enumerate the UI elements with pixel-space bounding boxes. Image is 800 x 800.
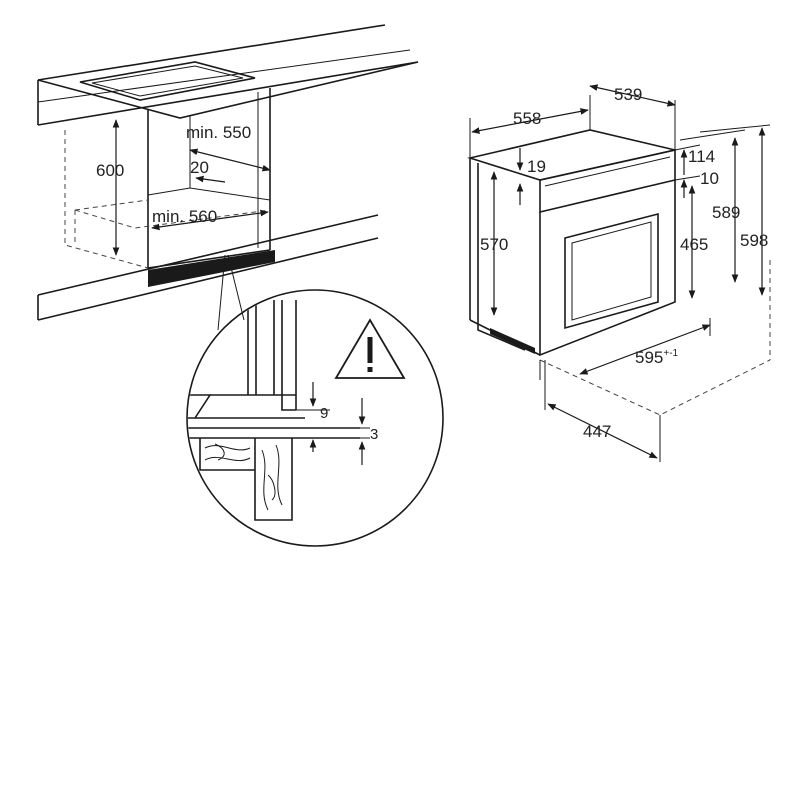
dim-front-offset: 19: [527, 157, 546, 176]
dim-gap: 20: [190, 158, 209, 177]
dim-oven-depth-body: 539: [614, 85, 642, 104]
dim-detail-gap-bottom: 3: [370, 426, 378, 443]
warning-icon: [334, 318, 406, 379]
dim-niche-depth: min. 550: [186, 123, 251, 142]
dim-door-height: 465: [680, 235, 708, 254]
hob: [79, 61, 256, 101]
dim-panel-offset: 10: [700, 169, 719, 188]
dim-cabinet-height: 600: [96, 161, 124, 180]
cabinet-drawing: 600 min. 550 20 min. 560: [37, 24, 419, 331]
dim-bottom-depth: 447: [583, 422, 611, 441]
detail-circle: 9 3: [186, 289, 444, 547]
dim-oven-depth-total: 558: [513, 109, 541, 128]
dim-detail-gap-top: 9: [320, 405, 328, 422]
dim-oven-width: 595+-1: [635, 348, 679, 367]
dim-top-offset: 114: [688, 147, 715, 166]
dim-height-total: 598: [740, 231, 768, 250]
dim-height-inner: 589: [712, 203, 740, 222]
dim-body-height: 570: [480, 235, 508, 254]
dim-niche-width: min. 560: [152, 207, 217, 226]
dim-width-tolerance: +-1: [663, 348, 678, 359]
oven-drawing: 558 539 19 570 114 10 465 589 598: [466, 84, 771, 462]
